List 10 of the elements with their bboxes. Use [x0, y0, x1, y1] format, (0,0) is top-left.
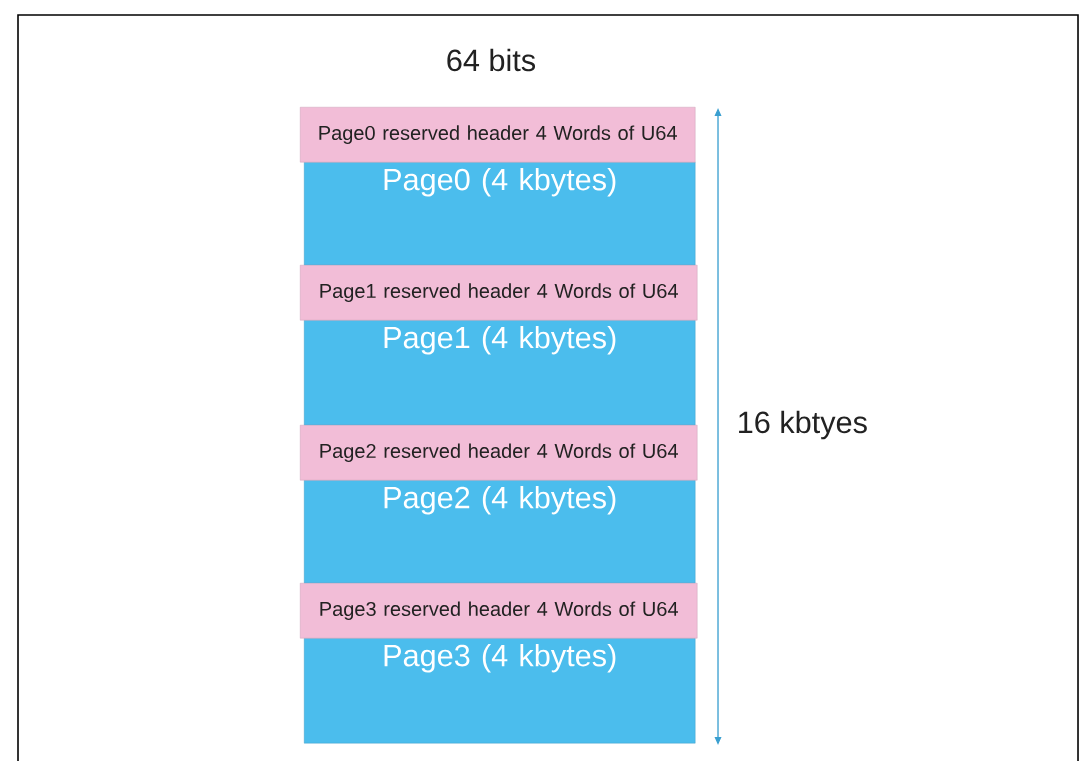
width-label: 64 bits — [447, 48, 536, 72]
header-band: Page1 reserved header 4 Words of U64 — [300, 265, 698, 321]
header-band: Page3 reserved header 4 Words of U64 — [300, 583, 698, 639]
header-band: Page2 reserved header 4 Words of U64 — [300, 425, 698, 481]
page-block: Page0 (4 kbytes) — [304, 162, 696, 266]
page-block: Page1 (4 kbytes) — [304, 320, 696, 426]
page-block: Page2 (4 kbytes) — [304, 480, 696, 584]
header-band: Page0 reserved header 4 Words of U64 — [300, 107, 696, 163]
page-block: Page3 (4 kbytes) — [304, 638, 696, 744]
size-label: 16 kbtyes — [739, 410, 867, 440]
